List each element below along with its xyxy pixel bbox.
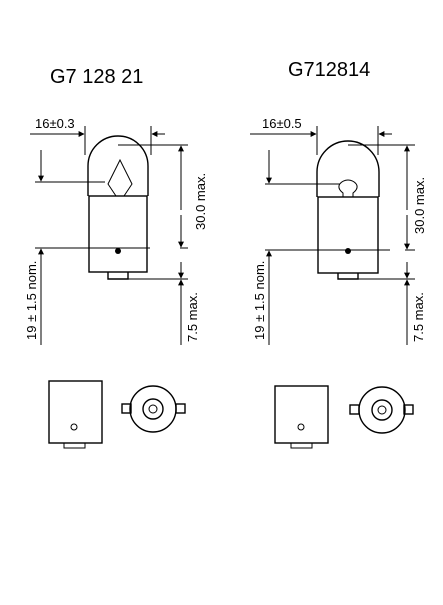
left-filament — [107, 158, 133, 197]
left-bulb-glass — [87, 135, 149, 196]
right-bulb-glass — [316, 140, 380, 197]
right-diameter-label: 16±0.5 — [262, 116, 302, 131]
left-side-view-pin — [70, 423, 78, 431]
right-base-side-view — [274, 385, 329, 444]
right-lamp-base — [317, 196, 379, 274]
right-base-label: 7.5 max. — [411, 292, 426, 342]
right-part-number: G712814 — [288, 59, 370, 81]
left-lamp-drawing: G7 128 21 16±0.3 30.0 max. 7.5 max. — [24, 66, 208, 449]
right-filament-height-label: 19 ± 1.5 nom. — [252, 261, 267, 340]
right-side-view-pin — [297, 423, 305, 431]
right-side-view-contact — [290, 443, 313, 449]
left-bayonet-pin — [115, 248, 121, 254]
left-lamp-base — [88, 195, 148, 273]
left-base-side-view — [48, 380, 103, 444]
left-base-label: 7.5 max. — [185, 292, 200, 342]
right-filament — [338, 179, 358, 197]
right-height-label: 30.0 max. — [412, 177, 427, 234]
right-lamp-drawing: G712814 16±0.5 30.0 max. 7.5 max. — [250, 59, 427, 449]
left-base-end-view — [121, 385, 186, 433]
left-base-contact — [107, 272, 129, 280]
left-filament-height-label: 19 ± 1.5 nom. — [24, 261, 39, 340]
left-part-number: G7 128 21 — [50, 66, 143, 88]
right-base-end-view — [349, 386, 414, 434]
right-base-contact — [337, 273, 359, 280]
right-bayonet-pin — [345, 248, 351, 254]
left-side-view-contact — [63, 443, 86, 449]
left-height-label: 30.0 max. — [193, 173, 208, 230]
left-diameter-label: 16±0.3 — [35, 116, 75, 131]
